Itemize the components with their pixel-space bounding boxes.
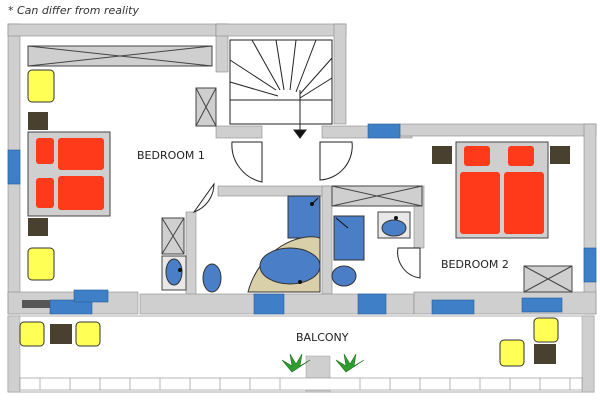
balcony — [7, 315, 595, 393]
doors — [192, 141, 421, 279]
windows — [7, 123, 597, 315]
walls — [7, 23, 597, 315]
bedroom1-furniture — [27, 45, 217, 281]
bedroom1-label: BEDROOM 1 — [137, 149, 205, 162]
bedroom2-furniture — [432, 141, 573, 293]
bathroom-fixtures — [161, 185, 423, 293]
bedroom2-label: BEDROOM 2 — [441, 258, 509, 271]
staircase — [229, 39, 333, 139]
disclaimer-note: * Can differ from reality — [8, 4, 139, 17]
balcony-label: BALCONY — [296, 331, 349, 344]
